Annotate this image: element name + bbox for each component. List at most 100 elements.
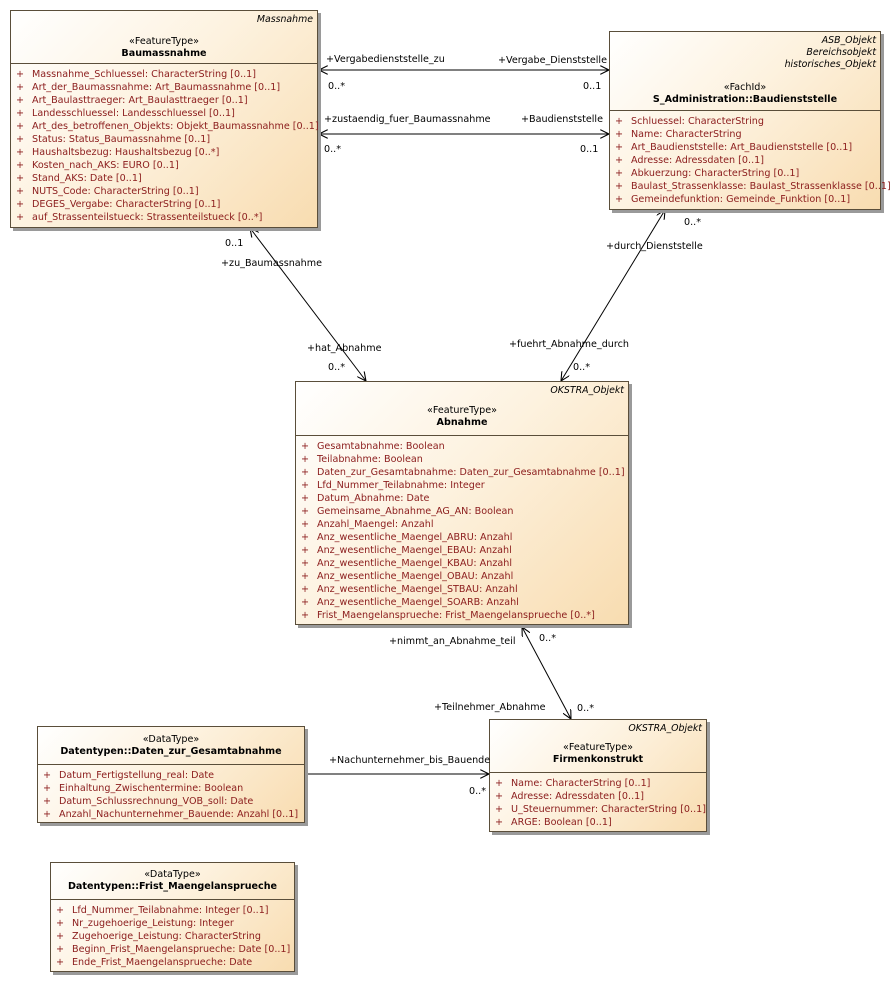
attribute-row: +Adresse: Adressdaten [0..1] (615, 154, 880, 167)
association-baumassnahme-abnahme[interactable] (250, 228, 366, 381)
attribute-visibility: + (301, 558, 310, 569)
role-label: +fuehrt_Abnahme_durch (509, 339, 629, 350)
attribute-visibility: + (301, 571, 310, 582)
class-name: Datentypen::Daten_zur_Gesamtabnahme (60, 746, 282, 757)
attribute-visibility: + (16, 121, 25, 132)
attribute-row: +Stand_AKS: Date [0..1] (16, 172, 317, 185)
attribute-visibility: + (56, 918, 65, 929)
class-frist-maengelansprueche[interactable]: «DataType» Datentypen::Frist_Maengelansp… (50, 862, 295, 972)
multiplicity-label: 0..* (324, 144, 341, 155)
attribute-row: +Status: Status_Baumassnahme [0..1] (16, 133, 317, 146)
attribute-row: +Teilabnahme: Boolean (301, 453, 628, 466)
multiplicity-label: 0..* (328, 362, 345, 373)
attribute-row: + DEGES_Vergabe: CharacterString [0..1] (16, 198, 317, 211)
attribute-row: +Anz_wesentliche_Maengel_OBAU: Anzahl (301, 570, 628, 583)
attribute-text: Adresse: Adressdaten [0..1] (511, 791, 644, 802)
class-attributes: + Massnahme_Schluessel: CharacterString [… (11, 64, 319, 224)
attribute-text: Massnahme_Schluessel: CharacterString [0… (32, 69, 257, 80)
attribute-row: +Gesamtabnahme: Boolean (301, 440, 628, 453)
role-label: +Vergabedienststelle_zu (326, 54, 445, 65)
attribute-row: +Haushaltsbezug: Haushaltsbezug [0..*] (16, 146, 317, 159)
role-label: +zu_Baumassnahme (221, 258, 323, 269)
class-stereotype: «FeatureType» (128, 36, 200, 47)
attribute-text: Lfd_Nummer_Teilabnahme: Integer [0..1] (72, 905, 269, 916)
attribute-visibility: + (43, 809, 52, 820)
attribute-text: Baulast_Strassenklasse: Baulast_Strassen… (631, 181, 891, 192)
attribute-text: auf_Strassenteilstueck: Strassenteilstue… (32, 212, 263, 223)
attribute-visibility: + (16, 199, 25, 210)
class-daten-zur-gesamtabnahme[interactable]: «DataType» Datentypen::Daten_zur_Gesamta… (37, 726, 305, 823)
attribute-row: + Art_des_betroffenen_Objekts: Objekt_Bau… (16, 120, 319, 133)
class-baudienststelle[interactable]: ASB_Objekt Bereichsobjekt historisches_O… (609, 31, 891, 210)
attribute-row: +Massnahme_Schluessel: CharacterString [… (16, 68, 317, 81)
attribute-text: Zugehoerige_Leistung: CharacterString (72, 931, 261, 942)
attribute-text: Art_des_betroffenen_Objekts: Objekt_Baum… (32, 121, 319, 132)
attribute-row: + NUTS_Code: CharacterString [0..1] (16, 185, 317, 198)
attribute-visibility: + (16, 186, 25, 197)
attribute-visibility: + (495, 791, 504, 802)
class-tags: Massnahme (257, 14, 313, 26)
attribute-row: +Einhaltung_Zwischentermine: Boolean (43, 782, 304, 795)
class-tag: Massnahme (256, 14, 313, 25)
multiplicity-label: 0..* (539, 633, 556, 644)
attribute-visibility: + (615, 142, 624, 153)
attribute-visibility: + (16, 95, 25, 106)
attribute-visibility: + (16, 82, 25, 93)
attribute-text: Nr_zugehoerige_Leistung: Integer (72, 918, 234, 929)
attribute-visibility: + (16, 160, 25, 171)
class-tags: OKSTRA_Objekt (628, 723, 702, 735)
attribute-row: + Anzahl_Maengel: Anzahl (301, 518, 628, 531)
association-dienststelle-abnahme[interactable] (561, 210, 665, 381)
class-abnahme[interactable]: OKSTRA_Objekt «FeatureType» Abnahme +Ges… (295, 381, 629, 625)
attribute-visibility: + (43, 770, 52, 781)
class-tag: OKSTRA_Objekt (550, 385, 624, 396)
class-tags: OKSTRA_Objekt (550, 385, 624, 397)
attribute-row: +U_Steuernummer: CharacterString [0..1] (495, 803, 706, 816)
multiplicity-label: 0..* (328, 81, 345, 92)
attribute-row: +Kosten_nach_AKS: EURO [0..1] (16, 159, 317, 172)
attribute-text: ARGE: Boolean [0..1] (511, 817, 612, 828)
attribute-text: Anzahl_Nachunternehmer_Bauende: Anzahl [… (59, 809, 299, 820)
class-stereotype: «DataType» (142, 734, 200, 745)
class-stereotype: «FeatureType» (562, 742, 634, 753)
attribute-visibility: + (16, 173, 25, 184)
attribute-row: + Anzahl_Nachunternehmer_Bauende: Anzahl … (43, 808, 304, 821)
attribute-text: Art_Baudienststelle: Art_Baudienststelle… (631, 142, 853, 153)
attribute-text: DEGES_Vergabe: CharacterString [0..1] (32, 199, 221, 210)
attribute-row: +Baulast_Strassenklasse: Baulast_Strasse… (615, 180, 891, 193)
class-attributes: +Datum_Fertigstellung_real: Date+Einhalt… (38, 765, 304, 821)
class-header: Massnahme «FeatureType» Baumassnahme (11, 11, 317, 64)
attribute-text: Anz_wesentliche_Maengel_STBAU: Anzahl (317, 584, 518, 595)
multiplicity-label: 0..* (577, 703, 594, 714)
attribute-visibility: + (56, 957, 65, 968)
attribute-text: NUTS_Code: CharacterString [0..1] (32, 186, 199, 197)
attribute-row: + Art_Baudienststelle: Art_Baudienststell… (615, 141, 880, 154)
association-abnahme-firma[interactable] (522, 627, 571, 719)
attribute-row: +auf_Strassenteilstueck: Strassenteilstu… (16, 211, 317, 224)
class-baumassnahme[interactable]: Massnahme «FeatureType» Baumassnahme + Ma… (10, 10, 319, 228)
attribute-visibility: + (615, 168, 624, 179)
attribute-visibility: + (495, 804, 504, 815)
attribute-visibility: + (56, 905, 65, 916)
attribute-row: +Datum_Schlussrechnung_VOB_soll: Date (43, 795, 304, 808)
attribute-visibility: + (16, 108, 25, 119)
attribute-visibility: + (301, 519, 310, 530)
attribute-text: Anzahl_Maengel: Anzahl (317, 519, 434, 530)
attribute-text: Art_Baulasttraeger: Art_Baulasttraeger [… (32, 95, 248, 106)
class-header: «DataType» Datentypen::Frist_Maengelansp… (51, 863, 294, 900)
attribute-row: +Gemeindefunktion: Gemeinde_Funktion [0.… (615, 193, 880, 206)
role-label: +hat_Abnahme (307, 343, 382, 354)
class-tag: OKSTRA_Objekt (628, 723, 702, 734)
class-firmenkonstrukt[interactable]: OKSTRA_Objekt «FeatureType» Firmenkonstr… (489, 719, 707, 832)
attribute-text: Anz_wesentliche_Maengel_ABRU: Anzahl (317, 532, 513, 543)
attribute-text: Anz_wesentliche_Maengel_KBAU: Anzahl (317, 558, 512, 569)
role-label: +zustaendig_fuer_Baumassnahme (324, 114, 491, 125)
class-tag: ASB_Objekt (821, 35, 876, 46)
attribute-text: Anz_wesentliche_Maengel_SOARB: Anzahl (317, 597, 519, 608)
attribute-row: + Lfd_Nummer_Teilabnahme: Integer [0..1] (56, 904, 294, 917)
multiplicity-label: 0..* (573, 362, 590, 373)
attribute-row: +ARGE: Boolean [0..1] (495, 816, 706, 829)
attribute-visibility: + (301, 532, 310, 543)
